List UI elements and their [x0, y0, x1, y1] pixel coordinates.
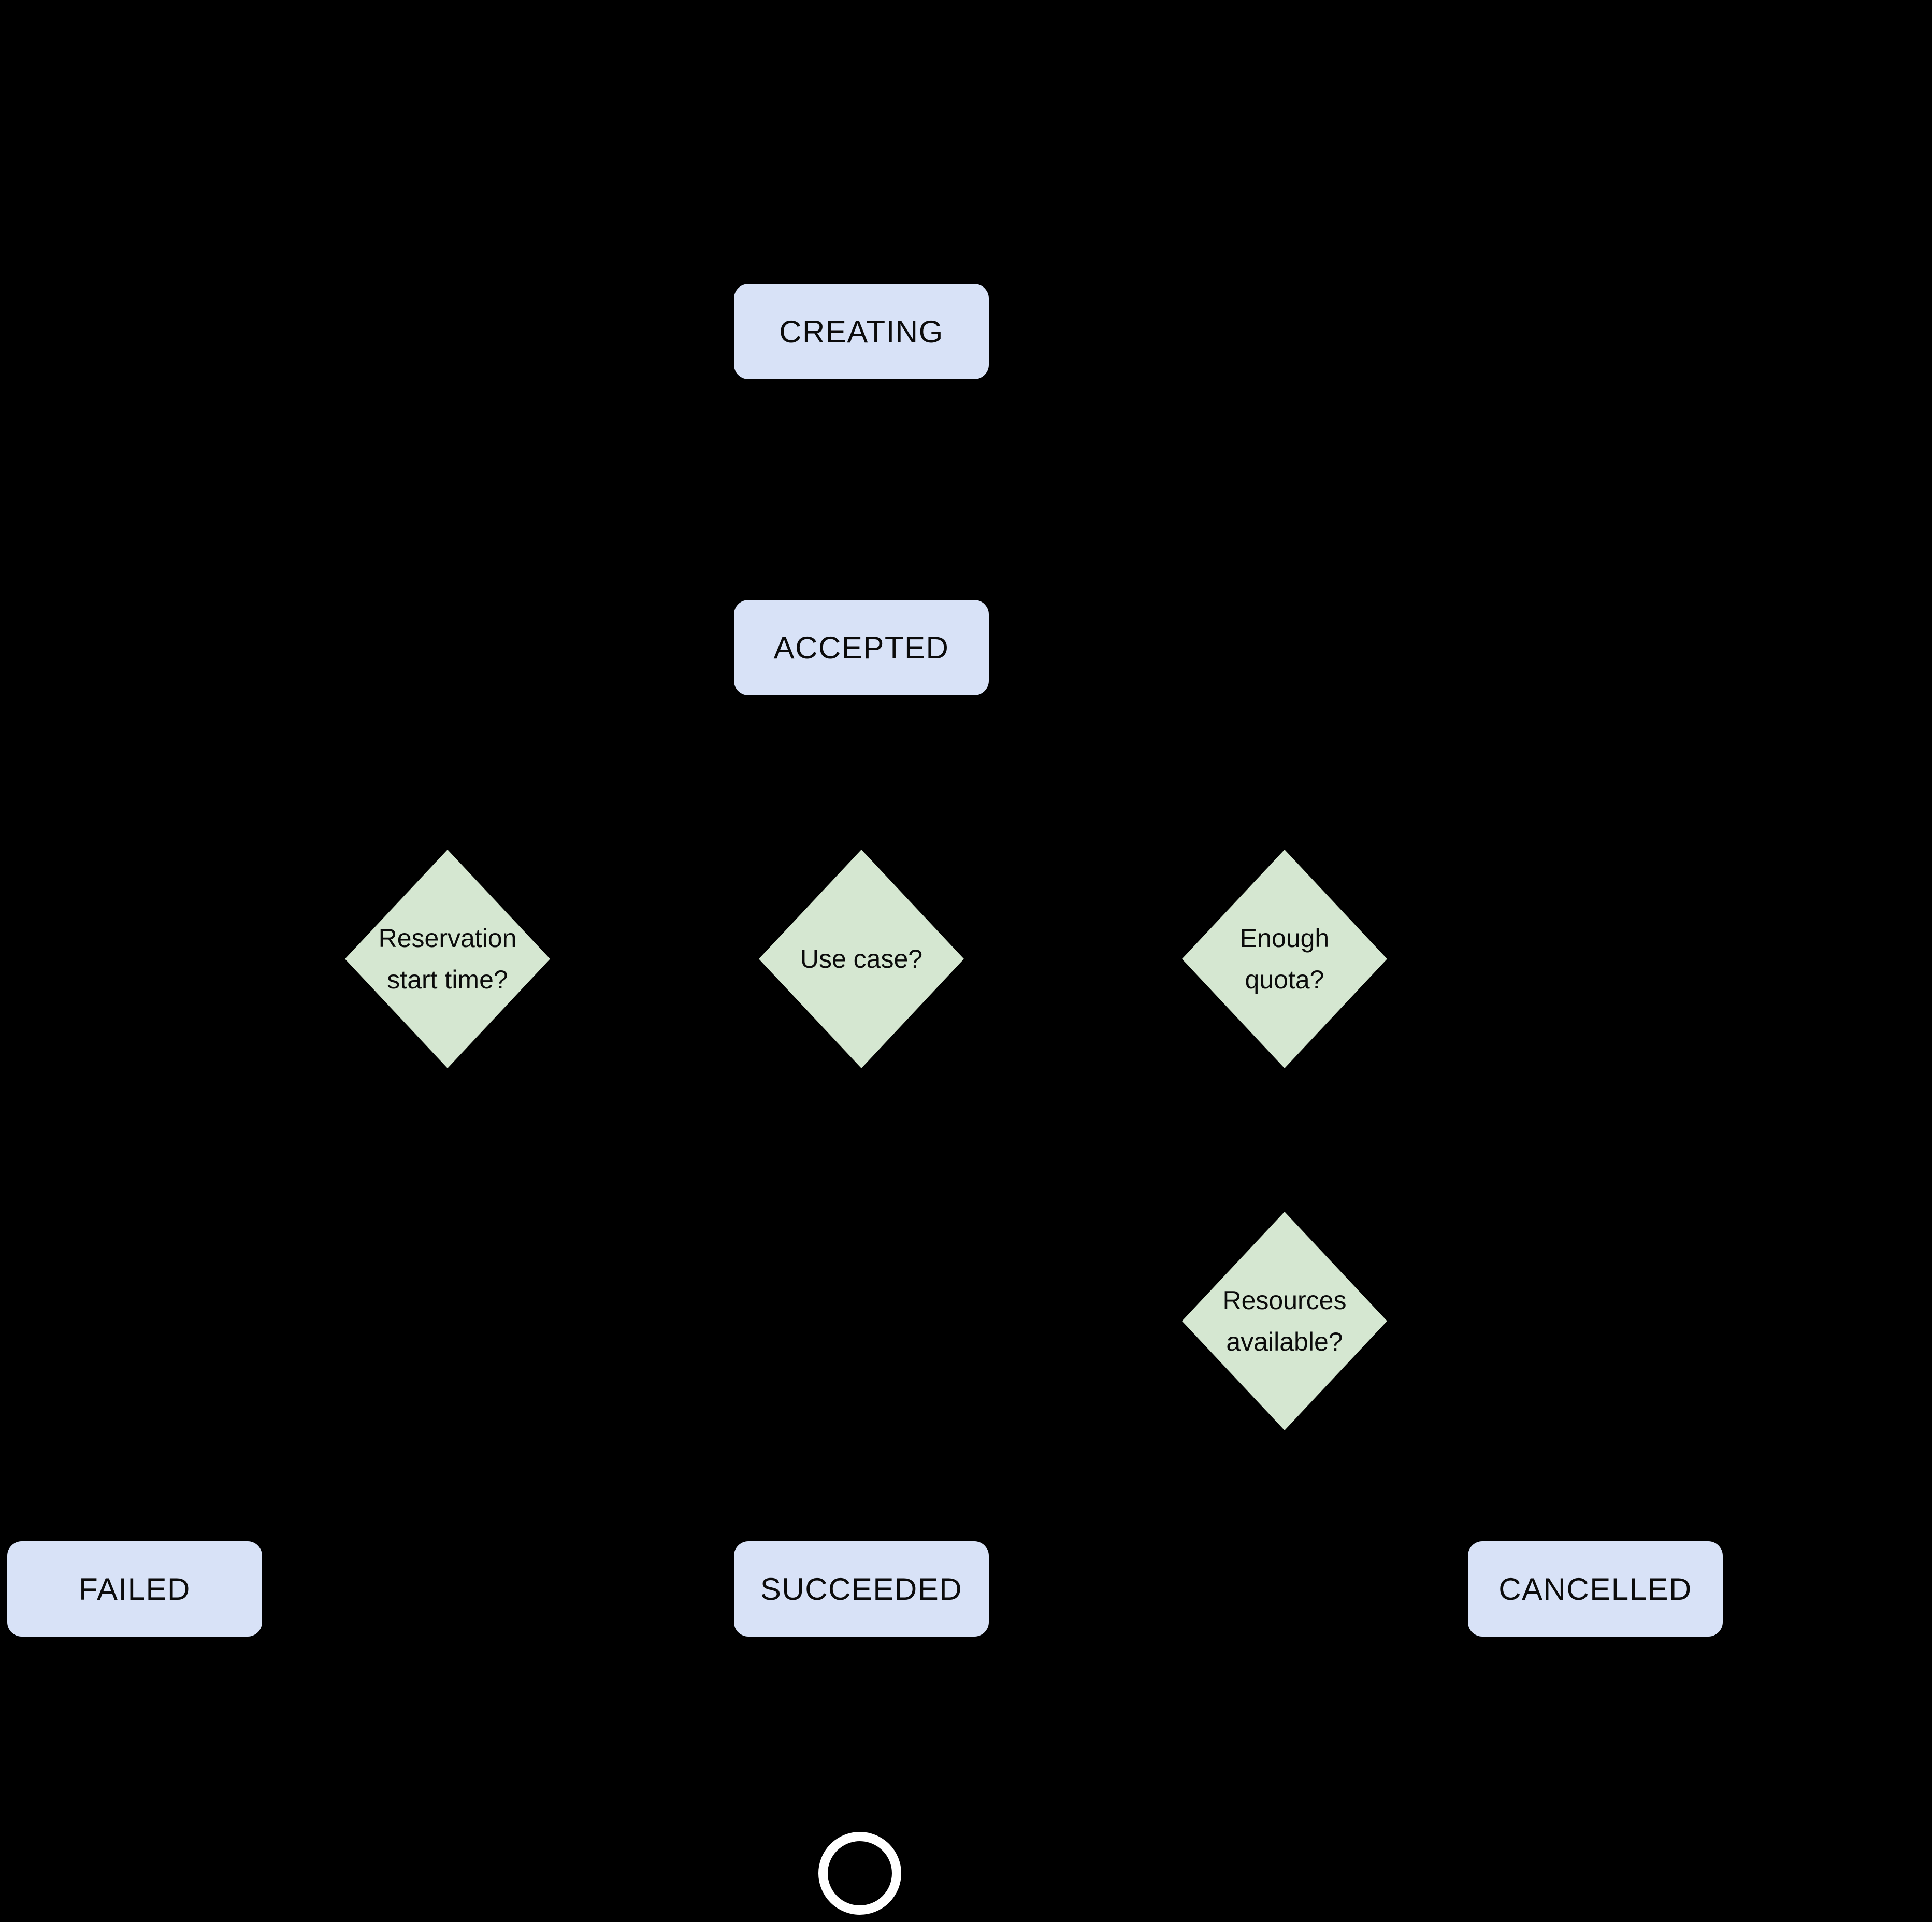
decision-label: Use case?	[759, 850, 964, 1068]
decision-label-line: available?	[1226, 1327, 1343, 1356]
state-label: FAILED	[79, 1571, 191, 1607]
decision-label: Resources available?	[1182, 1212, 1387, 1430]
decision-label-line: quota?	[1245, 965, 1324, 994]
decision-label: Enough quota?	[1182, 850, 1387, 1068]
decision-label: Reservation start time?	[345, 850, 550, 1068]
state-node-cancelled: CANCELLED	[1468, 1541, 1723, 1637]
decision-label-line: Enough	[1239, 924, 1330, 953]
state-node-failed: FAILED	[7, 1541, 262, 1637]
state-node-accepted: ACCEPTED	[734, 600, 989, 695]
state-node-creating: CREATING	[734, 284, 989, 379]
decision-node-use-case: Use case?	[759, 850, 964, 1068]
decision-label-line: Use case?	[800, 944, 923, 973]
decision-node-resources-available: Resources available?	[1182, 1212, 1387, 1430]
state-label: CREATING	[779, 314, 944, 349]
decision-label-line: start time?	[387, 965, 508, 994]
decision-node-reservation-start-time: Reservation start time?	[345, 850, 550, 1068]
state-label: SUCCEEDED	[760, 1571, 963, 1607]
final-state-ring-icon	[818, 1832, 901, 1915]
decision-node-enough-quota: Enough quota?	[1182, 850, 1387, 1068]
decision-label-line: Resources	[1222, 1286, 1347, 1315]
state-label: CANCELLED	[1498, 1571, 1692, 1607]
state-label: ACCEPTED	[773, 630, 949, 665]
decision-label-line: Reservation	[378, 924, 517, 953]
state-node-succeeded: SUCCEEDED	[734, 1541, 989, 1637]
